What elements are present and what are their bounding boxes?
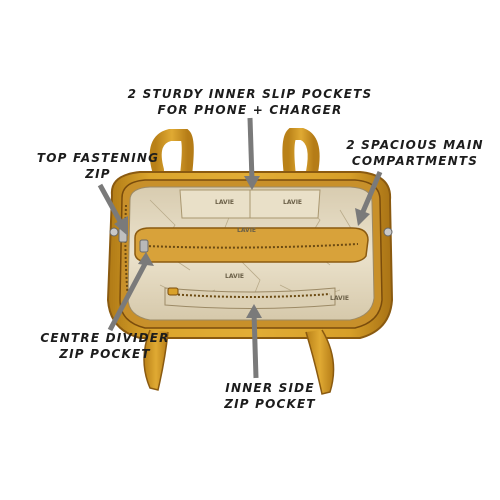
callout-top-fastening-zip: TOP FASTENING ZIP [28, 150, 168, 182]
arrow-divider [107, 260, 149, 332]
callout-line: ZIP POCKET [224, 397, 316, 411]
stud-right [383, 227, 393, 237]
brand-mark: LAVIE [283, 199, 302, 206]
inner-side-zip-pocket [164, 287, 336, 309]
callout-line: ZIP [85, 167, 111, 181]
side-zip-pull [167, 287, 179, 296]
callout-inner-side-zip: INNER SIDE ZIP POCKET [200, 380, 340, 412]
divider-zip-pull [139, 239, 149, 253]
brand-mark: LAVIE [330, 295, 349, 302]
arrow-side-zip [251, 311, 259, 379]
back-handle-right [282, 128, 320, 182]
callout-centre-divider: CENTRE DIVIDER ZIP POCKET [30, 330, 180, 362]
lining-brand-marks: LAVIE LAVIE LAVIE LAVIE LAVIE [215, 199, 349, 302]
callout-arrows [97, 117, 383, 379]
arrow-main-comp [359, 171, 383, 215]
stud-left [109, 227, 119, 237]
callout-line: 2 SPACIOUS MAIN [346, 138, 484, 152]
callout-line: TOP FASTENING [36, 151, 160, 165]
callout-main-compartments: 2 SPACIOUS MAIN COMPARTMENTS [340, 137, 490, 169]
back-handle-left [149, 129, 194, 181]
brand-mark: LAVIE [237, 227, 256, 234]
callout-line: CENTRE DIVIDER [40, 331, 170, 345]
callout-line: INNER SIDE [225, 381, 315, 395]
top-zip-track [124, 204, 129, 301]
callout-line: 2 STURDY INNER SLIP POCKETS [127, 87, 373, 101]
arrow-top-zip [97, 183, 125, 227]
callout-line: ZIP POCKET [59, 347, 151, 361]
brand-mark: LAVIE [215, 199, 234, 206]
arrow-inner-slip [247, 117, 255, 181]
side-zip [169, 293, 331, 298]
front-handle-left [143, 329, 169, 391]
front-handle-right [305, 329, 335, 395]
callout-inner-slip-pockets: 2 STURDY INNER SLIP POCKETS FOR PHONE + … [120, 86, 380, 118]
callout-line: FOR PHONE + CHARGER [157, 103, 343, 117]
brand-mark: LAVIE [225, 273, 244, 280]
callout-line: COMPARTMENTS [351, 154, 479, 168]
divider-zip [144, 243, 359, 249]
